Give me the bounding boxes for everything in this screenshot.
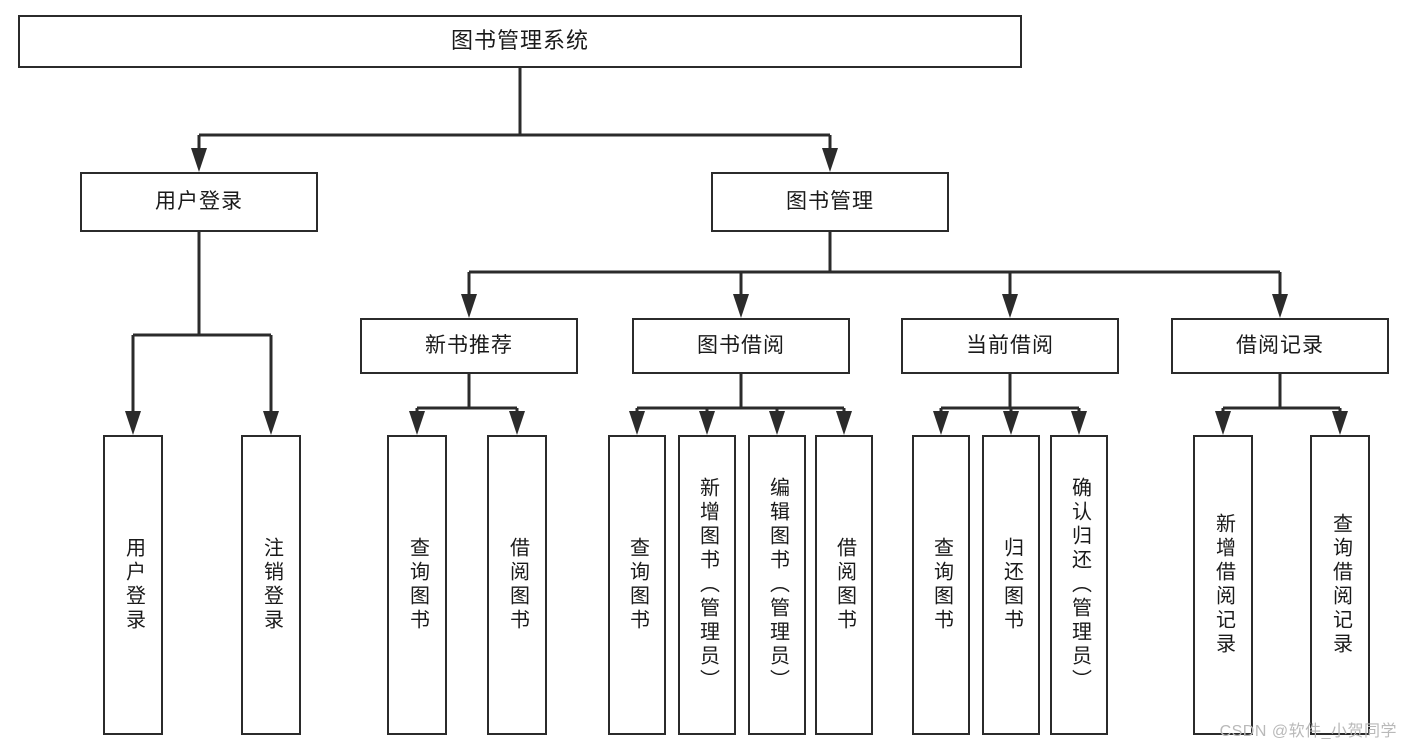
node-leaf-query-record[interactable]: 查询借阅记录 [1310,435,1370,735]
node-label: 新书推荐 [425,334,513,358]
arrowhead [1332,411,1348,435]
node-root[interactable]: 图书管理系统 [18,15,1022,68]
node-label: 编辑图书（管理员） [766,477,789,693]
node-user-login[interactable]: 用户登录 [80,172,318,232]
node-label: 图书管理系统 [450,28,589,54]
node-label: 新增借阅记录 [1212,513,1235,657]
arrowhead [409,411,425,435]
node-label: 用户登录 [155,190,243,214]
node-label: 图书管理 [786,190,874,214]
arrowhead [699,411,715,435]
node-leaf-borrow-book[interactable]: 借阅图书 [815,435,873,735]
node-leaf-borrow-book-rec[interactable]: 借阅图书 [487,435,547,735]
arrowhead [629,411,645,435]
arrowhead [461,294,477,318]
arrowhead [1272,294,1288,318]
node-new-book-rec[interactable]: 新书推荐 [360,318,578,374]
node-leaf-add-book[interactable]: 新增图书（管理员） [678,435,736,735]
node-leaf-user-login[interactable]: 用户登录 [103,435,163,735]
node-label: 借阅记录 [1236,334,1324,358]
node-current-borrow[interactable]: 当前借阅 [901,318,1119,374]
arrowhead [1002,294,1018,318]
node-leaf-return-book[interactable]: 归还图书 [982,435,1040,735]
node-label: 归还图书 [1000,537,1023,633]
arrowhead [836,411,852,435]
node-label: 新增图书（管理员） [696,477,719,693]
node-label: 用户登录 [122,537,145,633]
node-borrow-record[interactable]: 借阅记录 [1171,318,1389,374]
node-leaf-query-book-cur[interactable]: 查询图书 [912,435,970,735]
watermark: CSDN @软件_小贺同学 [1219,723,1397,740]
arrowhead [1003,411,1019,435]
arrowhead [1215,411,1231,435]
arrowhead [191,148,207,172]
node-leaf-query-book-borrow[interactable]: 查询图书 [608,435,666,735]
node-label: 查询图书 [930,537,953,633]
node-leaf-query-book-rec[interactable]: 查询图书 [387,435,447,735]
node-book-manage[interactable]: 图书管理 [711,172,949,232]
node-book-borrow[interactable]: 图书借阅 [632,318,850,374]
arrowhead [733,294,749,318]
node-label: 查询图书 [406,537,429,633]
arrowhead [933,411,949,435]
node-label: 查询图书 [626,537,649,633]
arrowhead [509,411,525,435]
node-label: 查询借阅记录 [1329,513,1352,657]
node-label: 确认归还（管理员） [1068,477,1091,693]
arrowhead [263,411,279,435]
node-label: 借阅图书 [506,537,529,633]
node-label: 图书借阅 [697,334,785,358]
arrowhead [822,148,838,172]
node-leaf-edit-book[interactable]: 编辑图书（管理员） [748,435,806,735]
arrowhead [125,411,141,435]
arrowhead [1071,411,1087,435]
node-leaf-logout[interactable]: 注销登录 [241,435,301,735]
node-label: 借阅图书 [833,537,856,633]
node-leaf-confirm-return[interactable]: 确认归还（管理员） [1050,435,1108,735]
node-label: 当前借阅 [966,334,1054,358]
arrowhead [769,411,785,435]
node-label: 注销登录 [260,537,283,633]
node-leaf-add-record[interactable]: 新增借阅记录 [1193,435,1253,735]
